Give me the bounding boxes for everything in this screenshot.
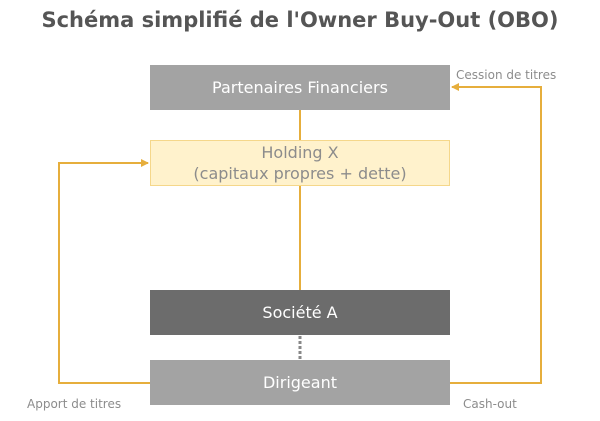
box-holding-x: Holding X (capitaux propres + dette) (150, 140, 450, 186)
dirigeant-label: Dirigeant (262, 373, 337, 392)
label-cash-out: Cash-out (463, 397, 517, 411)
box-partenaires-financiers: Partenaires Financiers (150, 65, 450, 110)
box-dirigeant: Dirigeant (150, 360, 450, 405)
societe-label: Société A (262, 303, 338, 322)
diagram-title: Schéma simplifié de l'Owner Buy-Out (OBO… (41, 8, 559, 32)
partners-label: Partenaires Financiers (212, 78, 388, 97)
box-societe-a: Société A (150, 290, 450, 335)
holding-label: Holding X (261, 143, 339, 162)
label-cession-de-titres: Cession de titres (456, 68, 557, 82)
holding-sublabel: (capitaux propres + dette) (193, 164, 407, 183)
arrow-cession-cashout (450, 83, 542, 384)
arrow-apport-titres (58, 159, 150, 384)
label-apport-de-titres: Apport de titres (27, 397, 122, 411)
